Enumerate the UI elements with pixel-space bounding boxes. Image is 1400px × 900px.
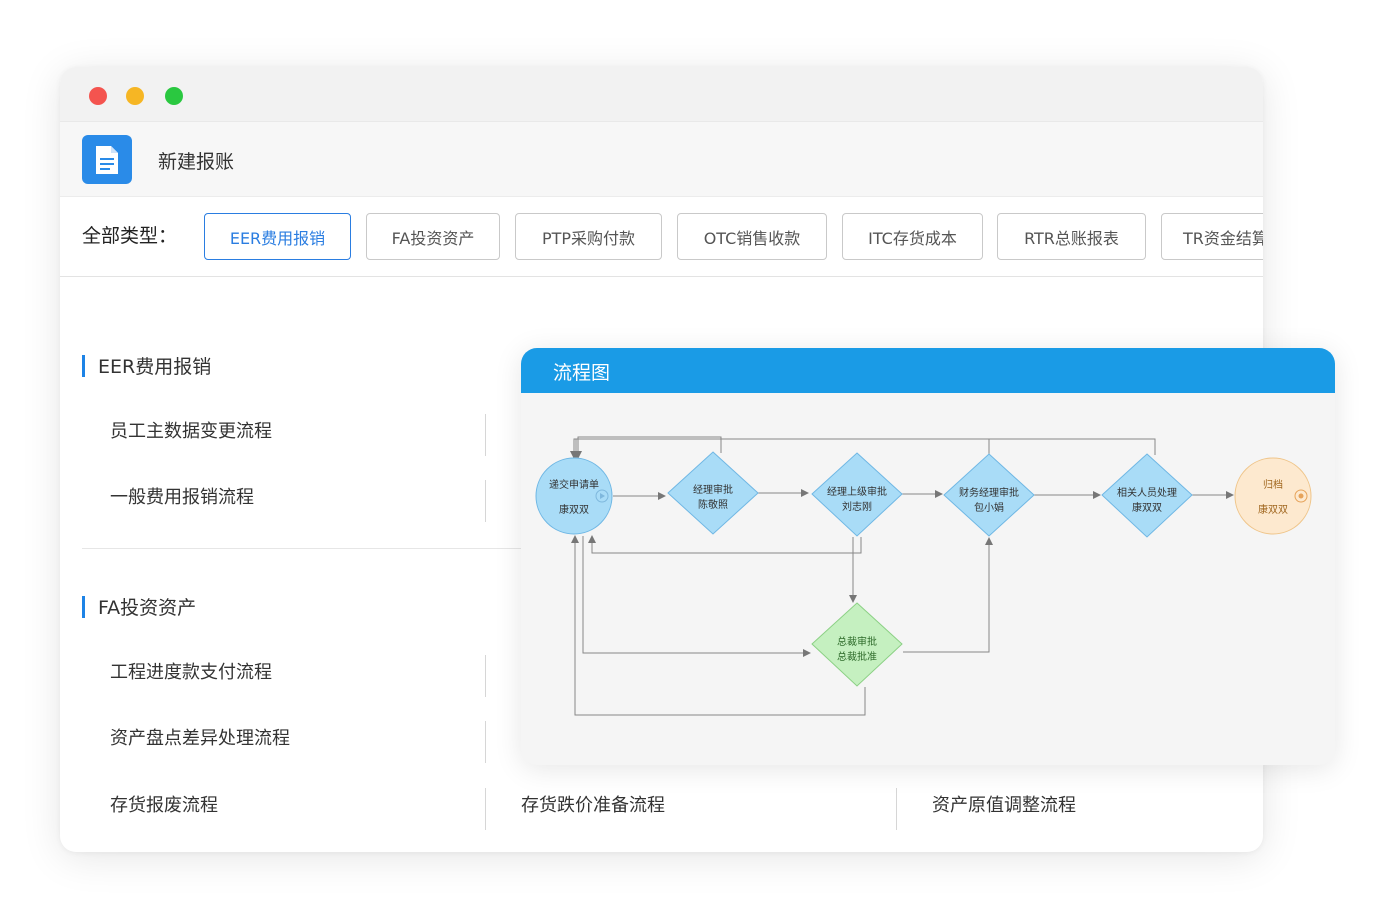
start-icon <box>595 489 609 503</box>
node-label: 递交申请单 <box>549 478 599 491</box>
process-item[interactable]: 资产原值调整流程 <box>932 795 1076 816</box>
node-assignee: 刘志刚 <box>842 500 872 513</box>
divider <box>485 721 486 763</box>
node-assignee: 康双双 <box>1258 503 1288 516</box>
section-divider <box>82 548 542 549</box>
flowchart-diagram: 递交申请单 康双双 经理审批 陈敬照 经理上级审批 刘志刚 财务经理审批 包小娟… <box>535 436 1312 716</box>
flow-node-submit[interactable]: 递交申请单 康双双 <box>535 457 613 535</box>
tab-fa[interactable]: FA投资资产 <box>366 213 500 260</box>
flow-node-ceo[interactable]: 总裁审批 总裁批准 <box>811 602 903 687</box>
flow-node-fin[interactable]: 财务经理审批 包小娟 <box>943 453 1035 537</box>
flowchart-header: 流程图 <box>521 348 1335 393</box>
type-filter-bar: 全部类型： EER费用报销 FA投资资产 PTP采购付款 OTC销售收款 ITC… <box>60 197 1263 277</box>
node-label: 经理上级审批 <box>827 485 887 498</box>
edge-return-fin <box>572 438 990 459</box>
process-item[interactable]: 一般费用报销流程 <box>110 487 254 508</box>
tab-itc[interactable]: ITC存货成本 <box>842 213 983 260</box>
process-item[interactable]: 员工主数据变更流程 <box>110 421 272 442</box>
flow-node-mgr[interactable]: 经理审批 陈敬照 <box>667 451 759 535</box>
flow-node-related[interactable]: 相关人员处理 康双双 <box>1101 453 1193 538</box>
process-item[interactable]: 存货跌价准备流程 <box>521 795 665 816</box>
section-title-fa: FA投资资产 <box>82 593 196 620</box>
edge-submit-ceo <box>582 536 811 657</box>
tab-ptp[interactable]: PTP采购付款 <box>515 213 662 260</box>
page-header: 新建报账 <box>60 122 1263 197</box>
divider <box>485 655 486 697</box>
tab-otc[interactable]: OTC销售收款 <box>677 213 827 260</box>
flowchart-panel: 流程图 递交申请单 康双双 <box>521 348 1335 765</box>
node-assignee: 陈敬照 <box>698 498 728 511</box>
edge-return-mgrup <box>588 535 862 554</box>
play-icon <box>600 493 605 499</box>
process-item[interactable]: 存货报废流程 <box>110 795 218 816</box>
edge-return-related <box>570 438 1156 459</box>
node-assignee: 包小娟 <box>974 501 1004 514</box>
process-item[interactable]: 资产盘点差异处理流程 <box>110 728 290 749</box>
flowchart-title: 流程图 <box>553 362 611 384</box>
divider <box>896 788 897 830</box>
flow-node-mgr-up[interactable]: 经理上级审批 刘志刚 <box>811 452 903 537</box>
node-label: 经理审批 <box>693 483 733 496</box>
page-title: 新建报账 <box>158 151 235 173</box>
end-icon <box>1294 489 1308 503</box>
edge-return-ceo <box>571 535 866 716</box>
title-bar <box>60 67 1263 122</box>
tab-eer[interactable]: EER费用报销 <box>204 213 351 260</box>
filter-label: 全部类型： <box>82 225 178 247</box>
flow-node-archive[interactable]: 归档 康双双 <box>1234 457 1312 535</box>
maximize-window-button[interactable] <box>165 87 183 105</box>
divider <box>485 414 486 456</box>
divider <box>485 788 486 830</box>
divider <box>485 480 486 522</box>
flow-edges <box>570 436 1234 716</box>
minimize-window-button[interactable] <box>126 87 144 105</box>
node-assignee: 总裁批准 <box>837 650 877 663</box>
node-label: 相关人员处理 <box>1117 486 1177 499</box>
edge-return-mgr <box>574 436 722 459</box>
node-label: 归档 <box>1263 478 1283 491</box>
node-label: 财务经理审批 <box>959 486 1019 499</box>
node-label: 总裁审批 <box>837 635 877 648</box>
document-icon <box>82 135 132 184</box>
node-assignee: 康双双 <box>559 503 589 516</box>
edge-ceo-fin <box>903 537 993 653</box>
tab-rtr[interactable]: RTR总账报表 <box>997 213 1146 260</box>
node-assignee: 康双双 <box>1132 501 1162 514</box>
process-item[interactable]: 工程进度款支付流程 <box>110 662 272 683</box>
close-window-button[interactable] <box>89 87 107 105</box>
tab-tr[interactable]: TR资金结算 <box>1161 213 1263 260</box>
section-title-eer: EER费用报销 <box>82 352 211 379</box>
